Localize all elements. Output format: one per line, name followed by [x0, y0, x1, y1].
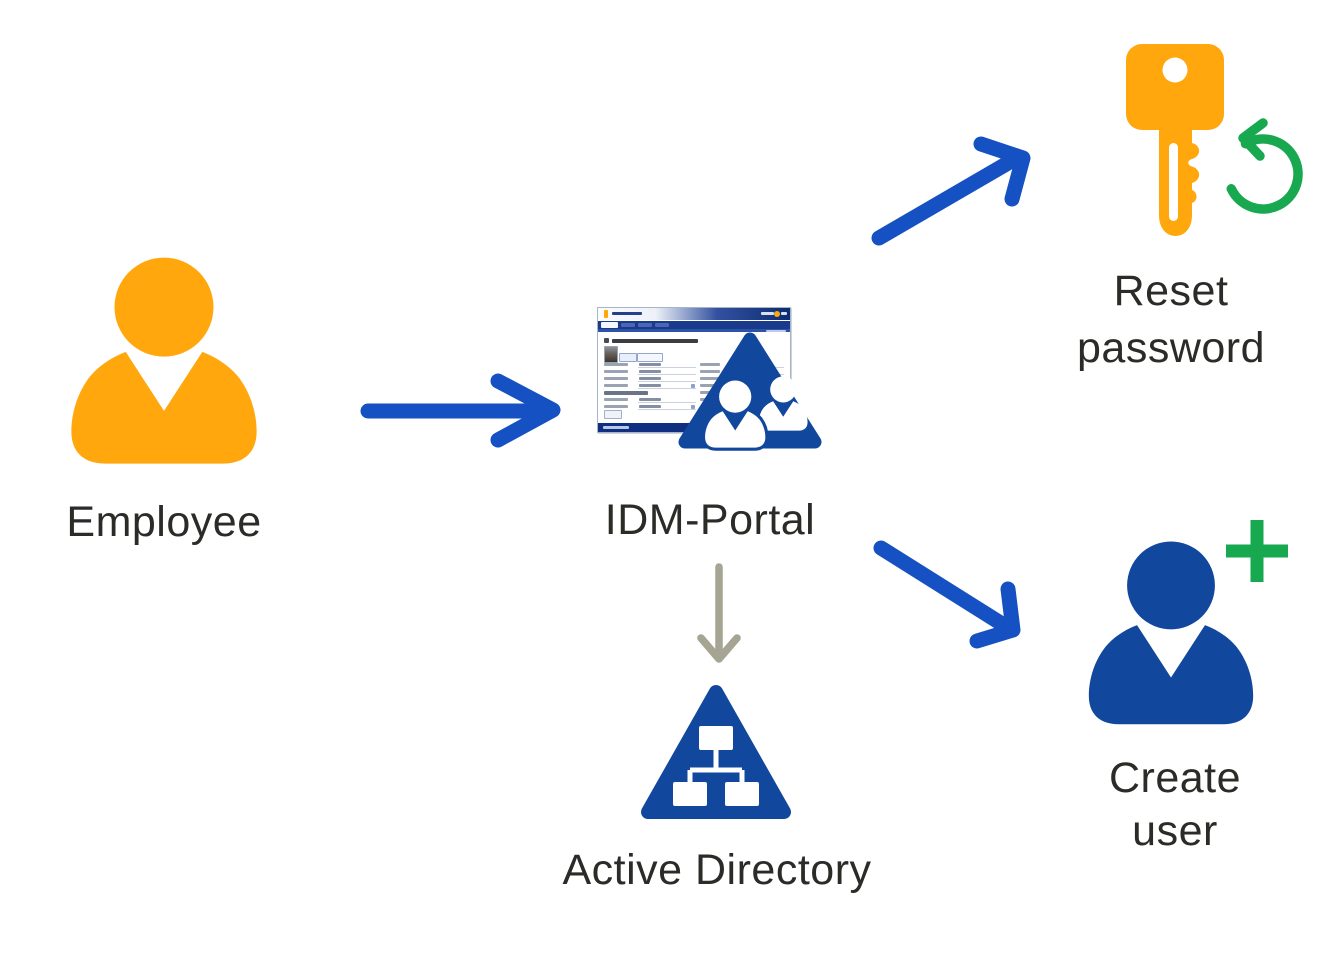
portal-field-label-mock — [700, 377, 720, 380]
portal-logo-right-text-mock — [761, 312, 774, 315]
active-directory-triangle-icon — [641, 685, 791, 819]
portal-field-value-mock — [639, 405, 661, 408]
create-user-label-line1: Create — [1108, 754, 1242, 802]
portal-logo-right-orange-dot — [774, 311, 780, 317]
key-slot — [1169, 143, 1178, 221]
org-chart-glyph — [673, 726, 759, 806]
portal-field-label-mock — [700, 384, 720, 387]
portal-field-label-mock — [700, 370, 720, 373]
portal-dropdown-icon — [691, 405, 695, 409]
portal-user-photo — [604, 346, 618, 363]
portal-form-tab — [619, 353, 637, 362]
portal-field-label-mock — [604, 363, 628, 366]
portal-button-mock — [604, 410, 622, 419]
portal-field-label-mock — [700, 363, 720, 366]
arrow-portal-to-reset-password — [871, 136, 1031, 246]
portal-field-value-mock — [639, 363, 661, 366]
portal-field-underline — [638, 381, 696, 382]
key-icon — [1126, 44, 1224, 236]
portal-field-value-mock — [639, 377, 661, 380]
portal-form-tab — [637, 353, 663, 362]
portal-field-underline — [638, 388, 696, 389]
plus-icon — [1226, 520, 1288, 582]
portal-field-underline — [638, 409, 696, 410]
portal-field-label-mock — [604, 377, 628, 380]
idm-portal-label: IDM-Portal — [604, 496, 816, 544]
portal-field-value-mock — [639, 384, 661, 387]
portal-nav-bar — [598, 321, 790, 329]
portal-title-text-mock — [612, 312, 642, 315]
portal-sub-links-mock — [766, 329, 786, 332]
portal-nav-tab — [655, 323, 669, 327]
portal-field-value-mock — [639, 398, 661, 401]
portal-sub-bar — [598, 329, 790, 332]
portal-nav-tab-active — [601, 322, 618, 328]
portal-field-underline — [638, 402, 696, 403]
portal-dropdown-icon — [691, 384, 695, 388]
active-directory-label: Active Directory — [562, 846, 872, 894]
arrow-portal-to-create-user — [873, 540, 1021, 649]
portal-logo-right-text-mock2 — [781, 312, 787, 315]
portal-nav-tab — [621, 323, 635, 327]
portal-field-value-mock — [639, 370, 661, 373]
portal-field-label-mock — [604, 398, 628, 401]
idm-portal-users-triangle-icon — [678, 332, 822, 452]
employee-label: Employee — [66, 498, 262, 546]
portal-field-label-mock — [604, 370, 628, 373]
arrow-employee-to-portal — [360, 373, 561, 448]
reset-password-label: Reset password — [1020, 263, 1322, 377]
arrow-portal-to-active-directory — [697, 563, 741, 663]
portal-header-bar — [598, 308, 790, 320]
portal-heading-text-mock — [612, 339, 698, 343]
key-hole — [1162, 57, 1188, 83]
portal-nav-tab — [638, 323, 652, 327]
portal-field-label-mock — [604, 384, 628, 387]
portal-section-header-mock — [604, 391, 648, 395]
portal-heading-icon — [604, 338, 609, 343]
portal-footer-text-mock — [603, 426, 629, 429]
org-chart-connectors — [687, 750, 745, 782]
employee-person-icon — [71, 257, 257, 464]
refresh-arrow-icon — [1226, 118, 1303, 214]
portal-field-label-mock — [604, 405, 628, 408]
idm-portal-screenshot — [597, 307, 791, 433]
portal-field-underline — [638, 367, 696, 368]
portal-logo-left-icon — [604, 310, 608, 318]
reset-password-label-line2: password — [1076, 324, 1266, 372]
create-user-label-line2: user — [1132, 807, 1218, 855]
create-user-label: Create user — [1075, 752, 1275, 858]
reset-password-label-line1: Reset — [1113, 267, 1229, 315]
portal-field-underline — [638, 374, 696, 375]
